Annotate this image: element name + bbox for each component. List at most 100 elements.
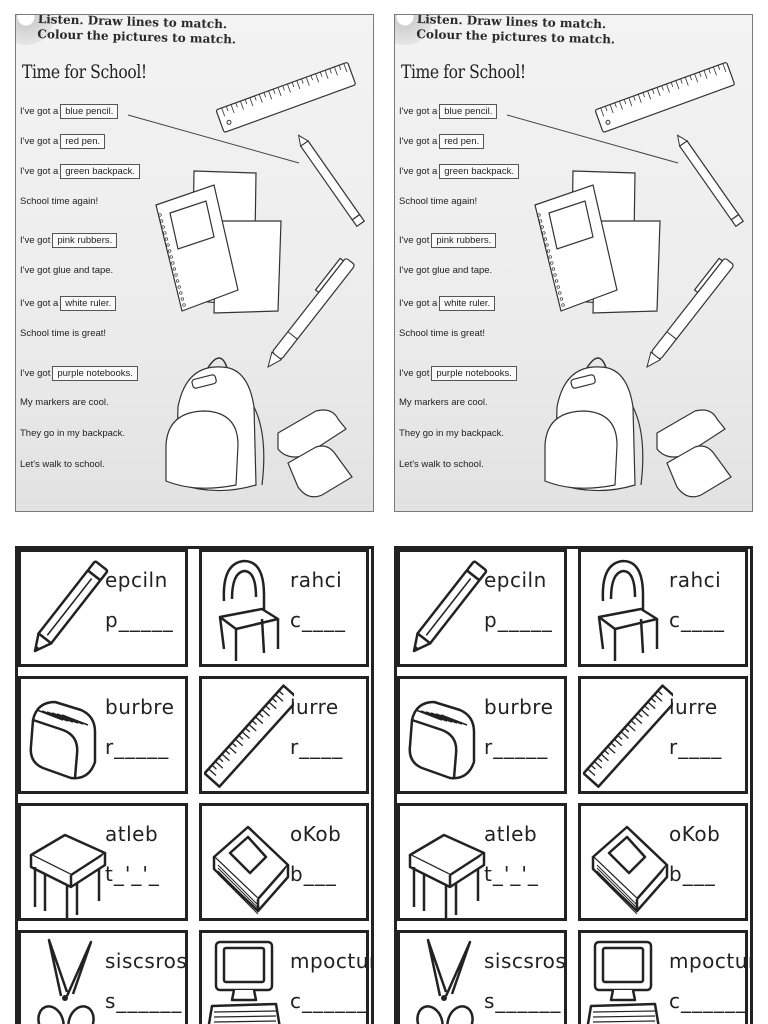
rubber-icon — [29, 700, 97, 780]
answer-box[interactable]: pink rubbers. — [431, 233, 497, 248]
answer-blank[interactable]: s______ — [105, 989, 183, 1013]
scrambled-word: mpocture — [290, 949, 374, 973]
answer-box[interactable]: purple notebooks. — [52, 366, 138, 381]
word-card: lurre r____ — [578, 676, 748, 794]
word-card: mpocture c______ — [199, 930, 374, 1024]
card-picture — [204, 684, 294, 788]
book-icon — [212, 825, 290, 915]
computer-icon — [207, 940, 281, 1024]
answer-blank[interactable]: r____ — [290, 735, 344, 759]
scrambled-word: burbre — [484, 695, 554, 719]
answer-blank[interactable]: t_'_'_ — [484, 862, 539, 886]
song-line-text: School time is great! — [399, 328, 486, 339]
answer-box[interactable]: green backpack. — [439, 164, 519, 179]
answer-blank[interactable]: b___ — [669, 862, 716, 886]
scrambled-word: atleb — [105, 822, 159, 846]
scrambled-word: oKob — [290, 822, 342, 846]
scrambled-word: lurre — [669, 695, 718, 719]
song-line-text: My markers are cool. — [20, 397, 109, 408]
school-items-illustration — [506, 62, 745, 498]
backpack-icon — [544, 357, 644, 492]
answer-blank[interactable]: s______ — [484, 989, 562, 1013]
worksheet-title: Time for School! — [22, 61, 147, 83]
song-line-text: I've got — [20, 235, 51, 246]
answer-box[interactable]: white ruler. — [60, 296, 117, 311]
card-picture — [408, 833, 486, 919]
ruler-icon — [583, 684, 673, 788]
answer-box[interactable]: red pen. — [60, 134, 106, 149]
answer-box[interactable]: purple notebooks. — [431, 366, 517, 381]
notebooks-icon — [534, 170, 661, 314]
answer-blank[interactable]: r____ — [669, 735, 723, 759]
song-line: Let's walk to school. — [20, 459, 105, 470]
song-line: School time again! — [20, 196, 98, 207]
answer-blank[interactable]: t_'_'_ — [105, 862, 160, 886]
word-card: burbre r_____ — [397, 676, 567, 794]
ruler-icon — [215, 62, 356, 133]
answer-box[interactable]: pink rubbers. — [52, 233, 118, 248]
song-line-text: They go in my backpack. — [399, 428, 505, 439]
song-line-text: I've got — [20, 368, 51, 379]
answer-box[interactable]: green backpack. — [60, 164, 140, 179]
answer-box[interactable]: blue pencil. — [439, 104, 498, 119]
answer-blank[interactable]: r_____ — [105, 735, 170, 759]
answer-box[interactable]: white ruler. — [439, 296, 496, 311]
book-icon — [591, 825, 669, 915]
scrambled-word: rahci — [290, 568, 343, 592]
word-card: rahci c____ — [578, 549, 748, 667]
scrambled-word: atleb — [484, 822, 538, 846]
song-line-text: I've got — [399, 368, 430, 379]
answer-blank[interactable]: b___ — [290, 862, 337, 886]
scrambled-word: rahci — [669, 568, 722, 592]
scissors-icon — [37, 938, 95, 1024]
answer-box[interactable]: red pen. — [439, 134, 485, 149]
cards-frame — [15, 546, 374, 1024]
song-line: I've got glue and tape. — [20, 265, 113, 276]
card-picture — [37, 938, 95, 1024]
song-line: School time is great! — [20, 328, 106, 339]
song-line: School time is great! — [399, 328, 485, 339]
rubber-icon — [408, 700, 476, 780]
song-line-text: I've got a — [399, 298, 438, 309]
answer-blank[interactable]: p_____ — [484, 608, 553, 632]
answer-blank[interactable]: p_____ — [105, 608, 174, 632]
scrambled-word: siscsros — [105, 949, 188, 973]
song-line: My markers are cool. — [399, 397, 488, 408]
answer-blank[interactable]: c______ — [290, 989, 368, 1013]
song-line-text: I've got glue and tape. — [399, 265, 493, 276]
notebooks-icon — [155, 170, 282, 314]
card-picture — [416, 938, 474, 1024]
answer-blank[interactable]: c______ — [669, 989, 747, 1013]
answer-blank[interactable]: c____ — [290, 608, 346, 632]
song-line-text: They go in my backpack. — [20, 428, 126, 439]
song-line-text: My markers are cool. — [399, 397, 488, 408]
song-line: My markers are cool. — [20, 397, 109, 408]
song-line-text: Let's walk to school. — [399, 459, 484, 470]
answer-box[interactable]: blue pencil. — [60, 104, 119, 119]
pencil-icon — [676, 134, 745, 228]
table-icon — [408, 833, 486, 919]
song-line-text: I've got a — [20, 106, 59, 117]
computer-icon — [586, 940, 660, 1024]
table-icon — [29, 833, 107, 919]
answer-blank[interactable]: r_____ — [484, 735, 549, 759]
song-line: I've got glue and tape. — [399, 265, 492, 276]
song-line: School time again! — [399, 196, 477, 207]
answer-blank[interactable]: c____ — [669, 608, 725, 632]
backpack-icon — [165, 357, 265, 492]
scrambled-word: epciln — [484, 568, 547, 592]
match-line — [506, 114, 679, 164]
song-line-text: I've got a — [399, 106, 438, 117]
match-line — [127, 114, 300, 164]
worksheet-right: Listen. Draw lines to match. Colour the … — [394, 14, 753, 512]
